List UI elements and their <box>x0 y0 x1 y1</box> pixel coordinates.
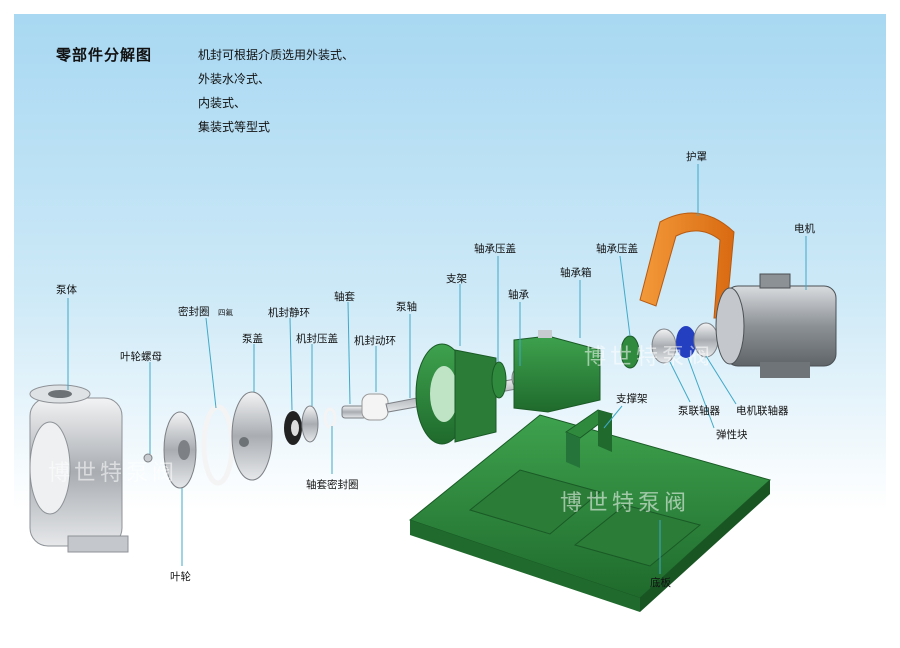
label-impeller-nut: 叶轮螺母 <box>120 350 162 363</box>
label-pump-body: 泵体 <box>56 284 77 296</box>
label-bearing-cover-1: 轴承压盖 <box>474 242 516 255</box>
label-elastic-block: 弹性块 <box>716 428 748 441</box>
label-shaft-sleeve: 轴套 <box>334 290 355 303</box>
page-title: 零部件分解图 <box>56 46 153 64</box>
support-frame-part <box>564 409 614 468</box>
elastic-block-part <box>676 326 696 358</box>
description-line-4: 集装式等型式 <box>198 120 271 134</box>
label-sleeve-seal-ring: 轴套密封圈 <box>306 478 359 491</box>
label-seal-static-ring: 机封静环 <box>268 306 310 319</box>
label-impeller: 叶轮 <box>170 570 191 583</box>
label-pump-coupling: 泵联轴器 <box>678 404 720 417</box>
pump-cover-part <box>231 391 273 481</box>
seal-ring-part <box>201 404 235 486</box>
label-motor-coupling: 电机联轴器 <box>736 404 789 417</box>
label-seal-moving-ring: 机封动环 <box>354 334 396 347</box>
description-line-3: 内装式、 <box>198 96 247 110</box>
watermark-3: 博世特泵阀 <box>560 491 690 516</box>
description-line-1: 机封可根据介质选用外装式、 <box>198 48 355 62</box>
label-bearing: 轴承 <box>508 288 529 301</box>
label-pump-shaft: 泵轴 <box>396 300 417 313</box>
bearing-cover-1-part <box>491 361 507 399</box>
watermark-2: 博世特泵阀 <box>584 345 714 370</box>
base-plate-part <box>408 414 772 612</box>
label-bracket: 支架 <box>446 273 467 285</box>
bracket-part <box>415 343 497 445</box>
pump-body-part <box>29 384 129 553</box>
label-guard: 护罩 <box>686 150 707 163</box>
label-seal-ring-note: 四氟 <box>218 307 233 317</box>
label-bearing-cover-2: 轴承压盖 <box>596 242 638 255</box>
label-seal-ring: 密封圈 <box>178 305 210 318</box>
label-pump-cover: 泵盖 <box>242 332 263 345</box>
label-bearing-box: 轴承箱 <box>560 266 592 279</box>
seal-static-ring-part <box>284 411 302 445</box>
leader-lines <box>67 164 807 574</box>
impeller-part <box>163 411 197 489</box>
seal-moving-ring-part <box>361 393 389 421</box>
label-motor: 电机 <box>794 222 815 235</box>
bearing-box-part <box>513 330 601 413</box>
impeller-nut-part <box>143 453 153 463</box>
pump-coupling-part <box>651 328 677 364</box>
label-seal-gland: 机封压盖 <box>296 332 338 345</box>
label-base-plate: 底板 <box>650 576 671 589</box>
motor-part <box>715 273 837 378</box>
label-support-frame: 支撑架 <box>616 392 648 405</box>
watermark-1: 博世特泵阀 <box>48 461 178 486</box>
description-line-2: 外装水冷式、 <box>198 72 271 86</box>
seal-gland-part <box>301 405 319 443</box>
sleeve-seal-ring-part <box>323 407 337 429</box>
